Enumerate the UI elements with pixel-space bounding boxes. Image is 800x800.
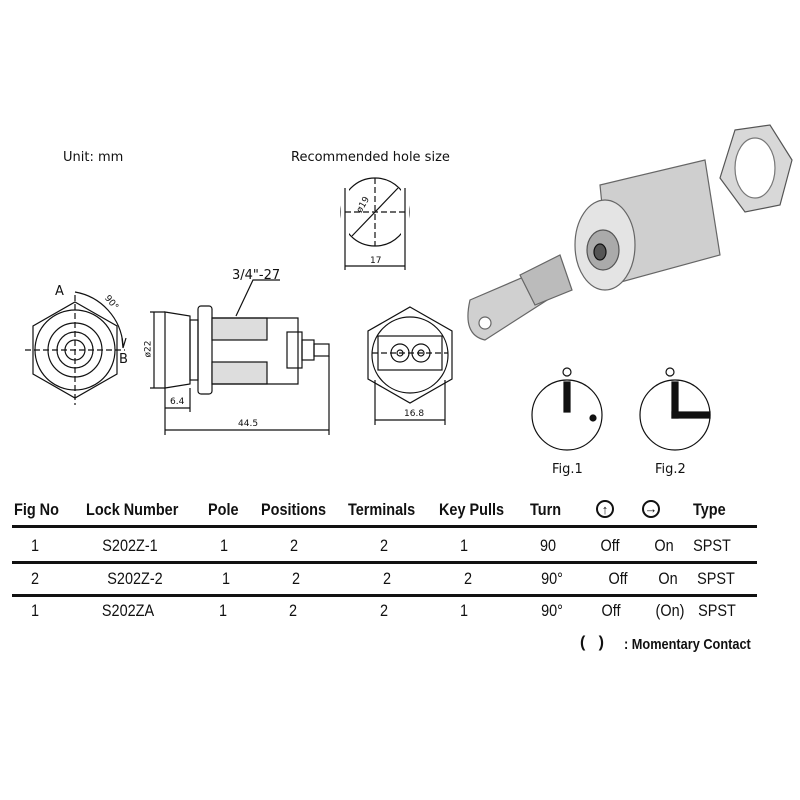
cell-turn: 90° [541, 569, 563, 588]
cell-pole: 1 [219, 536, 229, 555]
fig1-label: Fig.1 [552, 462, 583, 477]
header-key-pulls: Key Pulls [439, 500, 505, 519]
table-rule [12, 594, 757, 597]
cell-turn: 90° [541, 601, 563, 620]
cell-key-pulls: 2 [463, 569, 473, 588]
up-arrow-icon: ↑ [596, 500, 614, 518]
diameter-label: ø22 [143, 340, 154, 358]
point-b-label: B [119, 352, 128, 367]
cell-pole: 1 [218, 601, 228, 620]
cell-right-state: On [658, 569, 678, 588]
length-label: 44.5 [238, 419, 259, 429]
header-type: Type [693, 500, 726, 519]
right-arrow-icon: → [642, 500, 660, 518]
table-rule [12, 525, 757, 528]
cell-up-state: Off [601, 601, 621, 620]
hole-width: 17 [370, 256, 382, 266]
header-lock-number: Lock Number [86, 500, 179, 519]
lock-product-render [467, 124, 793, 341]
hole-title: Recommended hole size [291, 150, 450, 165]
fig2-label: Fig.2 [655, 462, 686, 477]
cell-up-state: Off [600, 536, 620, 555]
cell-right-state: On [654, 536, 674, 555]
cell-fig-no: 1 [30, 601, 40, 620]
cell-terminals: 2 [379, 536, 389, 555]
cell-pole: 1 [221, 569, 231, 588]
front-view-drawing [25, 291, 127, 405]
table-rule [12, 561, 757, 564]
header-turn: Turn [530, 500, 562, 519]
cell-type: SPST [698, 601, 736, 620]
cell-positions: 2 [289, 536, 299, 555]
cell-fig-no: 1 [30, 536, 40, 555]
footnote-symbol: ( ) [580, 634, 604, 651]
recommended-hole-drawing [340, 177, 410, 270]
cell-terminals: 2 [379, 601, 389, 620]
header-terminals: Terminals [348, 500, 416, 519]
back-view-drawing [367, 306, 453, 425]
cell-lock-number: S202Z-2 [107, 569, 163, 588]
thread-label: 3/4"-27 [232, 268, 281, 283]
cell-terminals: 2 [382, 569, 392, 588]
flange-label: 6.4 [170, 397, 185, 407]
cell-lock-number: S202Z-1 [102, 536, 158, 555]
cell-lock-number: S202ZA [101, 601, 155, 620]
back-width-label: 16.8 [404, 409, 425, 419]
unit-label: Unit: mm [63, 150, 124, 165]
cell-positions: 2 [291, 569, 301, 588]
cell-type: SPST [697, 569, 735, 588]
header-pole: Pole [208, 500, 239, 519]
fig2-diagram [639, 367, 711, 451]
header-fig-no: Fig No [14, 500, 59, 519]
fig1-diagram [531, 367, 603, 451]
cell-type: SPST [693, 536, 731, 555]
cell-key-pulls: 1 [459, 536, 469, 555]
cell-turn: 90 [539, 536, 557, 555]
cell-fig-no: 2 [30, 569, 40, 588]
header-positions: Positions [261, 500, 327, 519]
cell-positions: 2 [288, 601, 298, 620]
cell-right-state: (On) [655, 601, 685, 620]
footnote-text: : Momentary Contact [624, 636, 751, 653]
cell-up-state: Off [608, 569, 628, 588]
point-a-label: A [55, 284, 64, 299]
side-view-drawing [150, 279, 330, 435]
cell-key-pulls: 1 [459, 601, 469, 620]
